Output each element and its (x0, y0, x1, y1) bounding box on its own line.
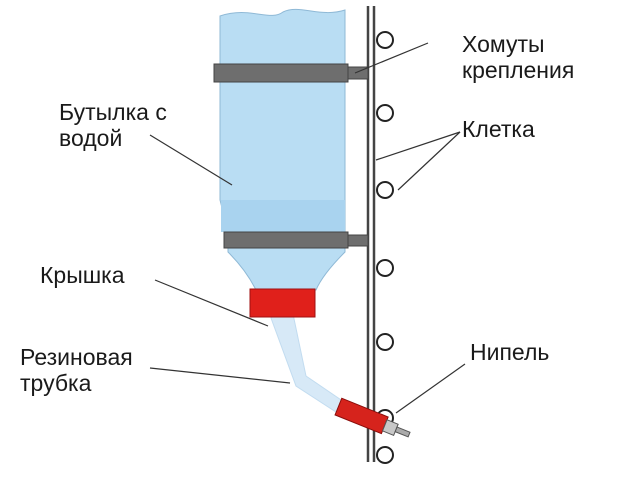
leader-clamps (354, 42, 429, 74)
cage-wire-circle (376, 181, 394, 199)
mounting-clamps (213, 63, 369, 249)
labels: Хомуты крепления Бутылка с водой Клетка … (20, 31, 574, 396)
leader-cap (154, 279, 269, 327)
upper-clamp (213, 63, 349, 83)
cage-wire-circle (376, 31, 394, 49)
leader-lines (149, 42, 466, 414)
bottle-cap (249, 288, 316, 318)
cage-wire-circle (376, 259, 394, 277)
leader-nipple (395, 363, 466, 414)
rubber-tube (270, 313, 348, 415)
cage-wire-circle (376, 333, 394, 351)
label-tube-line2: трубка (20, 370, 92, 396)
leader-tube (149, 367, 291, 384)
cage-wire-circles (376, 31, 394, 464)
label-cap: Крышка (40, 262, 125, 288)
bottle-neck (227, 245, 346, 291)
cage-rail (366, 6, 376, 462)
lower-clamp-tab (347, 234, 369, 247)
label-bottle-line1: Бутылка с (59, 99, 167, 125)
lower-clamp (223, 231, 349, 249)
leader-bottle (149, 134, 233, 186)
label-nipple: Нипель (470, 339, 549, 365)
label-clamps-line2: крепления (462, 57, 574, 83)
label-tube-line1: Резиновая (20, 344, 133, 370)
bottle-body (219, 8, 346, 233)
label-bottle-line2: водой (59, 125, 122, 151)
leader-cage-lower (397, 131, 461, 191)
label-cage: Клетка (462, 116, 535, 142)
drinking-nipple (334, 397, 411, 438)
cage-wire-circle (376, 446, 394, 464)
water-level (221, 200, 345, 232)
cage-wire-circle (376, 104, 394, 122)
label-clamps-line1: Хомуты (462, 31, 545, 57)
leader-cage-upper (375, 131, 461, 161)
